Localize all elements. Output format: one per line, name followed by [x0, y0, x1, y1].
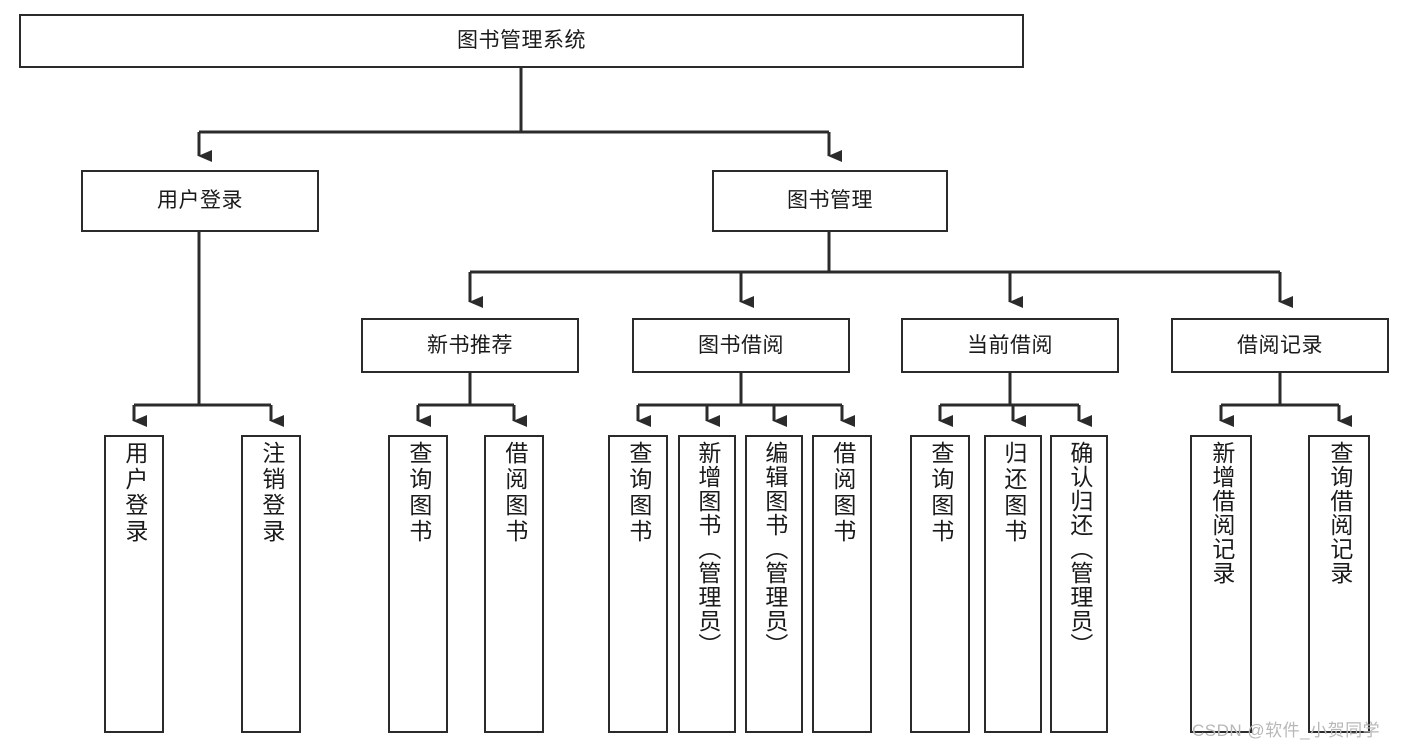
node-leaf-label: 注销登录 — [258, 441, 285, 545]
node-leaf-logout[interactable]: 注销登录 — [241, 435, 301, 733]
node-leaf-label: 查询图书 — [625, 441, 652, 545]
node-leaf-label: 归还图书 — [1000, 441, 1027, 545]
node-leaf-label: 查询图书 — [405, 441, 432, 545]
node-leaf-query-book-borrow[interactable]: 查询图书 — [608, 435, 668, 733]
node-leaf-label: 新增图书（管理员） — [694, 441, 721, 657]
node-leaf-label: 借阅图书 — [501, 441, 528, 545]
node-root-system[interactable]: 图书管理系统 — [19, 14, 1024, 68]
node-leaf-borrow-book[interactable]: 借阅图书 — [812, 435, 872, 733]
node-leaf-edit-book-admin[interactable]: 编辑图书（管理员） — [745, 435, 803, 733]
node-leaf-label: 用户登录 — [121, 441, 148, 545]
node-leaf-confirm-return-admin[interactable]: 确认归还（管理员） — [1050, 435, 1108, 733]
node-leaf-label: 确认归还（管理员） — [1066, 441, 1093, 657]
node-leaf-borrow-book-recommend[interactable]: 借阅图书 — [484, 435, 544, 733]
node-leaf-label: 借阅图书 — [829, 441, 856, 545]
node-leaf-label: 查询借阅记录 — [1326, 441, 1353, 585]
node-leaf-return-book[interactable]: 归还图书 — [984, 435, 1042, 733]
node-leaf-label: 查询图书 — [927, 441, 954, 545]
node-user-login[interactable]: 用户登录 — [81, 170, 319, 232]
node-borrow-record[interactable]: 借阅记录 — [1171, 318, 1389, 373]
node-current-borrow-label: 当前借阅 — [967, 333, 1053, 357]
node-leaf-add-borrow-record[interactable]: 新增借阅记录 — [1190, 435, 1252, 733]
node-leaf-add-book-admin[interactable]: 新增图书（管理员） — [678, 435, 736, 733]
node-book-management-label: 图书管理 — [787, 189, 873, 213]
node-root-label: 图书管理系统 — [457, 29, 586, 53]
node-book-borrow[interactable]: 图书借阅 — [632, 318, 850, 373]
node-leaf-user-login[interactable]: 用户登录 — [104, 435, 164, 733]
node-new-book-recommend[interactable]: 新书推荐 — [361, 318, 579, 373]
node-leaf-label: 新增借阅记录 — [1208, 441, 1235, 585]
node-book-management[interactable]: 图书管理 — [712, 170, 948, 232]
node-leaf-query-borrow-record[interactable]: 查询借阅记录 — [1308, 435, 1370, 733]
node-leaf-query-book-current[interactable]: 查询图书 — [910, 435, 970, 733]
node-borrow-record-label: 借阅记录 — [1237, 333, 1323, 357]
csdn-watermark: CSDN @软件_小贺同学 — [1192, 721, 1381, 740]
node-current-borrow[interactable]: 当前借阅 — [901, 318, 1119, 373]
node-leaf-label: 编辑图书（管理员） — [761, 441, 788, 657]
node-user-login-label: 用户登录 — [157, 189, 243, 213]
node-book-borrow-label: 图书借阅 — [698, 333, 784, 357]
node-leaf-query-book-recommend[interactable]: 查询图书 — [388, 435, 448, 733]
node-new-book-recommend-label: 新书推荐 — [427, 333, 513, 357]
